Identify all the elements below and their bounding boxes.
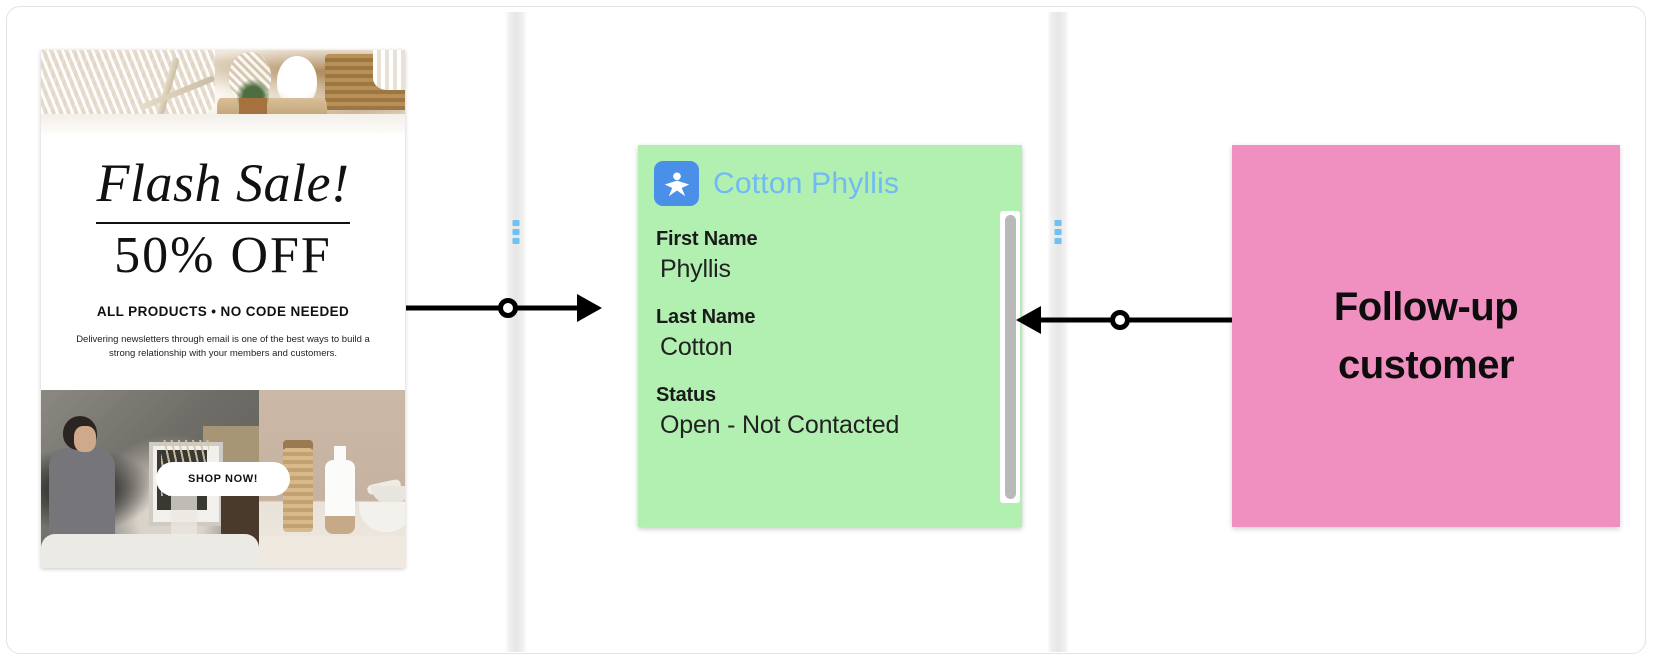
hero-tassel-blanket <box>373 50 405 90</box>
handle-dot <box>1054 238 1062 244</box>
email-body-text: Delivering newsletters through email is … <box>76 334 370 360</box>
handle-dot <box>512 229 520 235</box>
sticky-note-text: Follow-up customer <box>1333 285 1519 387</box>
salesforce-lead-card[interactable]: Cotton Phyllis First Name Phyllis Last N… <box>638 145 1022 527</box>
handle-dot <box>512 220 520 226</box>
hero-white-vase <box>277 56 317 106</box>
record-card-scrollbar[interactable] <box>1000 211 1020 503</box>
connector-line <box>406 305 582 311</box>
record-card-header: Cotton Phyllis <box>638 145 1022 206</box>
gutter-left[interactable] <box>505 12 527 652</box>
email-headline: Flash Sale! <box>96 153 350 213</box>
handle-dot <box>1054 220 1062 226</box>
photo-woman-body <box>49 448 115 544</box>
field-value: Cotton <box>660 333 733 361</box>
connector-line <box>1041 317 1236 323</box>
gutter-right[interactable] <box>1047 12 1069 652</box>
email-discount: 50% OFF <box>114 227 332 284</box>
connector-email-to-record[interactable] <box>406 288 606 328</box>
email-hero-photo <box>41 50 405 134</box>
field-label: Last Name <box>656 306 756 328</box>
field-value: Phyllis <box>660 255 731 283</box>
photo-jar <box>283 448 314 532</box>
photo-bottle-base <box>325 516 356 534</box>
field-status: Status Open - Not Contacted <box>656 384 1022 440</box>
flash-sale-email-card[interactable]: Flash Sale! 50% OFF ALL PRODUCTS • NO CO… <box>41 50 405 568</box>
handle-dot <box>512 238 520 244</box>
email-subhead: ALL PRODUCTS • NO CODE NEEDED <box>96 304 350 319</box>
record-card-scrollbar-thumb[interactable] <box>1005 215 1016 499</box>
hero-floor <box>41 114 405 134</box>
photo-bowl <box>359 502 405 532</box>
connector-arrowhead-right <box>577 294 602 322</box>
field-label: Status <box>656 384 716 406</box>
email-body: Flash Sale! 50% OFF ALL PRODUCTS • NO CO… <box>41 134 405 390</box>
photo-counter <box>259 536 405 568</box>
record-card-title[interactable]: Cotton Phyllis <box>713 166 900 200</box>
hero-plant-pot <box>239 98 267 114</box>
record-card-fields: First Name Phyllis Last Name Cotton Stat… <box>638 206 1022 440</box>
photo-table <box>41 534 260 568</box>
field-last-name: Last Name Cotton <box>656 306 1022 362</box>
connector-sticky-to-record[interactable] <box>1016 300 1236 340</box>
salesforce-lead-icon <box>654 161 699 206</box>
connector-arrowhead-left <box>1016 306 1041 334</box>
column-drag-handle-left[interactable] <box>512 220 520 244</box>
connector-midpoint-handle[interactable] <box>1110 310 1130 330</box>
photo-woman-face <box>74 426 96 452</box>
connector-midpoint-handle[interactable] <box>498 298 518 318</box>
photo-bowl-small <box>371 486 405 504</box>
follow-up-sticky-note[interactable]: Follow-up customer <box>1232 145 1620 527</box>
field-label: First Name <box>656 228 758 250</box>
field-first-name: First Name Phyllis <box>656 228 1022 284</box>
handle-dot <box>1054 229 1062 235</box>
field-value: Open - Not Contacted <box>660 411 900 439</box>
email-photo-strip: SHOP NOW! <box>41 390 405 568</box>
column-drag-handle-right[interactable] <box>1054 220 1062 244</box>
shop-now-button[interactable]: SHOP NOW! <box>156 462 290 496</box>
email-divider-rule <box>96 222 350 224</box>
